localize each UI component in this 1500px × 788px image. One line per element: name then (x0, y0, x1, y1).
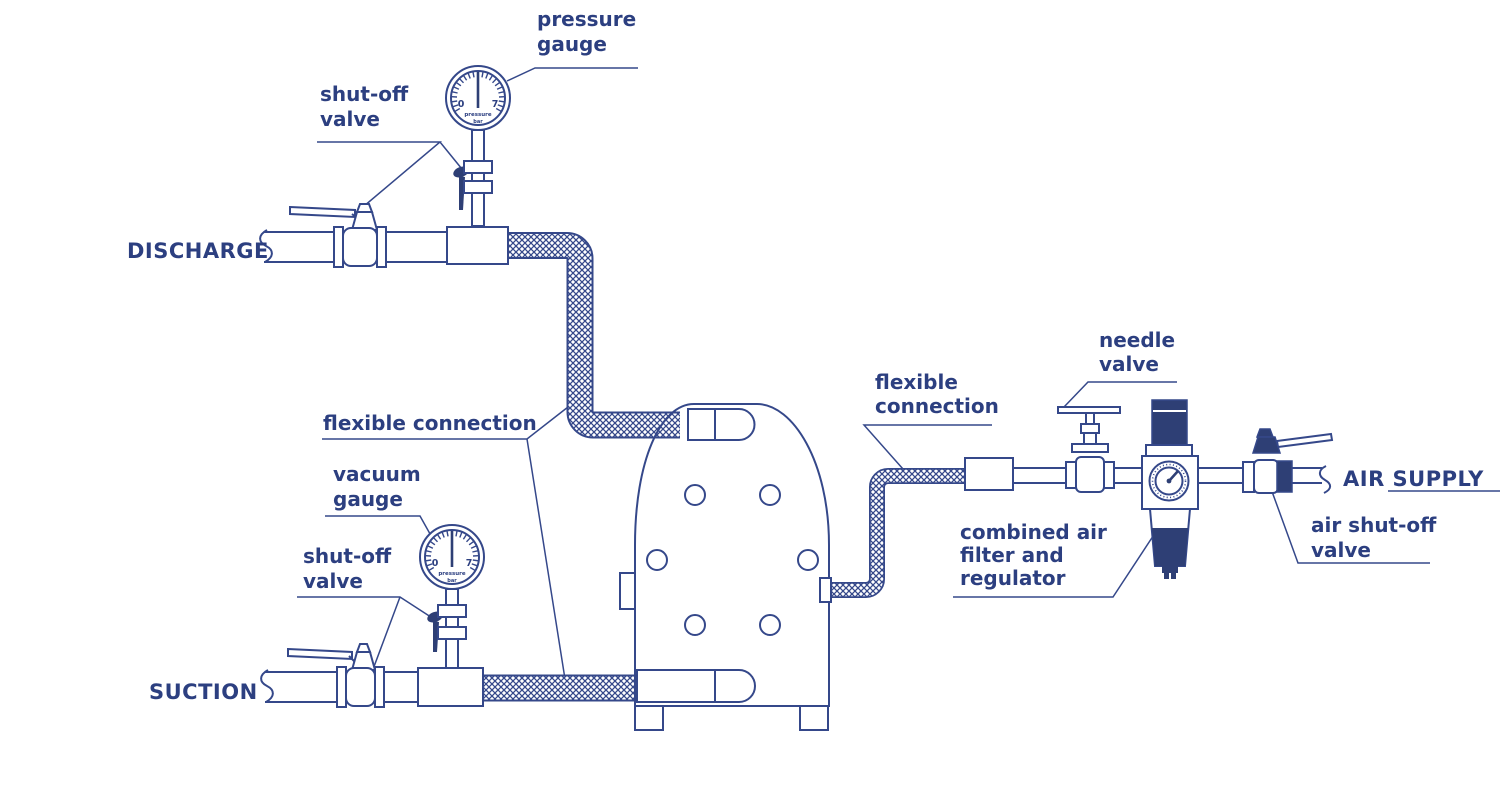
label-vacuum-gauge: vacuum (333, 462, 421, 486)
leader-needle-valve (1063, 381, 1177, 408)
leader-flexible-right (862, 424, 992, 470)
vacuum-gauge-dial-text: pressure (438, 571, 466, 577)
pressure-gauge-min: 0 (458, 99, 465, 110)
label-shut-off-valve-suction-2: valve (303, 569, 363, 593)
suction-tee (417, 667, 484, 707)
discharge-tee (446, 226, 509, 265)
label-shut-off-valve-discharge-2: valve (320, 107, 380, 131)
air-hose-coupler (964, 457, 1014, 491)
pressure-gauge-stem (471, 129, 485, 227)
leader-lines (297, 67, 1500, 689)
label-air-supply: AIR SUPPLY (1343, 467, 1484, 491)
leader-vacuum-gauge (325, 515, 435, 542)
regulator-knob (1151, 399, 1188, 446)
pump-feet (634, 705, 829, 731)
pump-body (634, 403, 830, 707)
label-vacuum-gauge-2: gauge (333, 487, 403, 511)
label-shut-off-valve-suction: shut-off (303, 544, 392, 568)
vacuum-gauge: 0 7 pressure bar (419, 524, 485, 590)
air-hose (830, 468, 965, 598)
pressure-gauge-max: 7 (492, 99, 499, 110)
pressure-gauge-dial-unit: bar (473, 119, 483, 125)
pressure-gauge: 0 7 pressure bar (445, 65, 511, 131)
vacuum-gauge-min: 0 (432, 558, 439, 569)
pump-bottom-port (636, 669, 756, 703)
air-filter-regulator (1141, 399, 1199, 579)
label-flexible-connection-left: flexible connection (323, 411, 537, 435)
leader-air-shut-off (1269, 485, 1430, 564)
label-air-shut-off-valve: air shut-off (1311, 513, 1437, 537)
label-combined-filter-3: regulator (960, 566, 1066, 590)
air-pipe (1010, 465, 1332, 494)
label-discharge: DISCHARGE (127, 239, 269, 263)
label-combined-filter: combined air (960, 520, 1107, 544)
pump-air-inlet (819, 577, 832, 603)
label-shut-off-valve-discharge: shut-off (320, 82, 409, 106)
leader-combined-filter (953, 523, 1162, 598)
suction-shut-off-valve (287, 643, 385, 708)
leader-flexible-left (322, 406, 569, 680)
label-pressure-gauge: pressure (537, 7, 636, 31)
air-supply-break (1318, 465, 1332, 494)
label-pressure-gauge-2: gauge (537, 32, 607, 56)
pump-left-tab (619, 572, 636, 610)
regulator-gauge (1148, 460, 1190, 502)
vacuum-gauge-isolation-valve (427, 604, 467, 652)
leader-shut-off-discharge (317, 141, 467, 213)
vacuum-gauge-max: 7 (466, 558, 473, 569)
pump-top-port (687, 408, 756, 441)
label-combined-filter-2: filter and (960, 543, 1064, 567)
label-needle-valve: needle (1099, 328, 1175, 352)
label-needle-valve-2: valve (1099, 352, 1159, 376)
label-flexible-connection-right: flexible (875, 370, 958, 394)
discharge-pipe-break (259, 229, 273, 263)
label-suction: SUCTION (149, 680, 258, 704)
discharge-shut-off-valve (289, 203, 387, 268)
air-shut-off-valve (1242, 428, 1334, 494)
pump-bolt-holes (646, 484, 819, 636)
needle-valve (1057, 406, 1121, 493)
vacuum-gauge-dial-unit: bar (447, 578, 457, 584)
pressure-gauge-dial-text: pressure (464, 112, 492, 118)
pressure-gauge-isolation-valve (453, 160, 493, 210)
labels: pressure gauge shut-off valve DISCHARGE … (127, 7, 1484, 704)
discharge-hose (508, 232, 680, 439)
label-air-shut-off-valve-2: valve (1311, 538, 1371, 562)
pump (619, 403, 832, 731)
filter-bowl (1148, 508, 1192, 579)
suction-pipe-break (260, 669, 274, 703)
leader-pressure-gauge (506, 67, 638, 82)
label-flexible-connection-right-2: connection (875, 394, 999, 418)
